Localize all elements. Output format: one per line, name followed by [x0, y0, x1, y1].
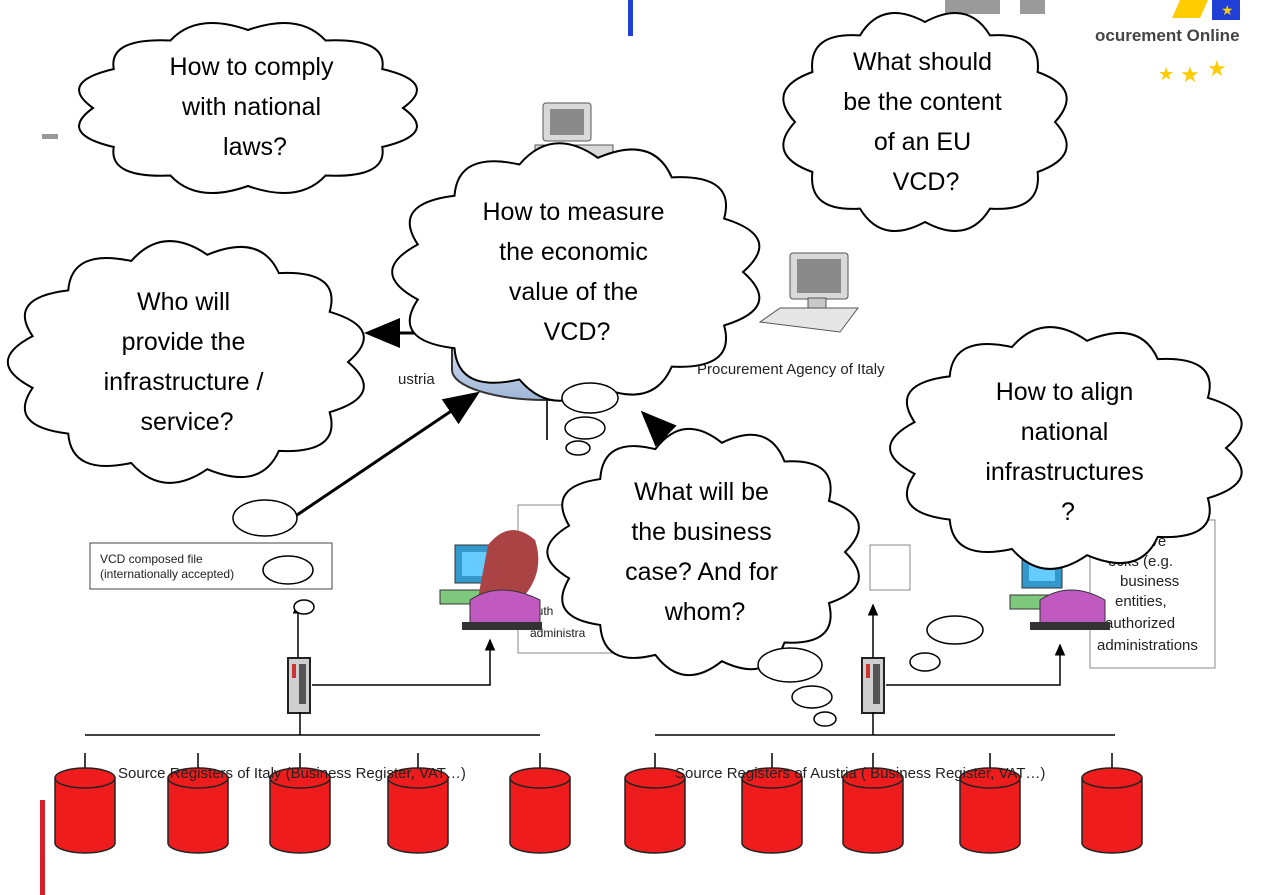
- thought-cloud-measure: [391, 142, 761, 402]
- question-content: What should be the content of an EU VCD?: [843, 48, 1008, 196]
- thought-cloud-content: [782, 12, 1068, 232]
- question-comply: How to comply with national laws?: [170, 53, 341, 161]
- star-icon: ★: [1158, 64, 1174, 84]
- agency-italy-label: Procurement Agency of Italy: [697, 361, 885, 378]
- thought-cloud-provider: [6, 240, 365, 484]
- question-align: How to align national infrastructures ?: [985, 378, 1150, 526]
- thought-cloud-align: [889, 326, 1243, 570]
- austria-label-fragment: ustria: [398, 371, 435, 388]
- register-database-icon: [54, 753, 116, 854]
- register-database-icon: [269, 753, 331, 854]
- middle-box-fragment: [869, 544, 911, 591]
- register-database-icon: [624, 753, 686, 854]
- star-icon: ★: [1207, 56, 1227, 81]
- server-icon: [287, 657, 311, 714]
- brand-logo: ★ ocurement Online ★ ★ ★: [945, 0, 1240, 87]
- question-provider: Who will provide the infrastructure / se…: [104, 288, 271, 436]
- user-at-computer-icon: [1009, 549, 1110, 630]
- register-database-icon: [509, 753, 571, 854]
- star-icon: ★: [1221, 2, 1234, 18]
- register-database-icon: [167, 753, 229, 854]
- register-database-icon: [1081, 753, 1143, 854]
- computer-icon: [758, 252, 859, 333]
- registers-austria-label: Source Registers of Austria ( Business R…: [675, 765, 1045, 782]
- thought-trail: [232, 382, 984, 727]
- brand-tagline: ocurement Online: [1095, 26, 1240, 45]
- question-measure: How to measure the economic value of the…: [483, 198, 672, 346]
- register-database-icon: [387, 753, 449, 854]
- question-business: What will be the business case? And for …: [625, 478, 785, 626]
- register-database-icon: [741, 753, 803, 854]
- red-accent-bar: [40, 800, 45, 895]
- thought-cloud-comply: [78, 22, 418, 194]
- register-database-icon: [842, 753, 904, 854]
- blue-accent-bar: [628, 0, 633, 36]
- vcd-file-label: VCD composed file (internationally accep…: [100, 552, 234, 581]
- arrow-to-db-left: [296, 391, 480, 517]
- source-registers: [54, 753, 1143, 854]
- user-at-computer-icon: [439, 530, 542, 630]
- register-database-icon: [959, 753, 1021, 854]
- server-icon: [861, 657, 885, 714]
- registers-italy-label: Source Registers of Italy (Business Regi…: [118, 765, 466, 782]
- slide-dash: [42, 134, 58, 139]
- star-icon: ★: [1180, 62, 1200, 87]
